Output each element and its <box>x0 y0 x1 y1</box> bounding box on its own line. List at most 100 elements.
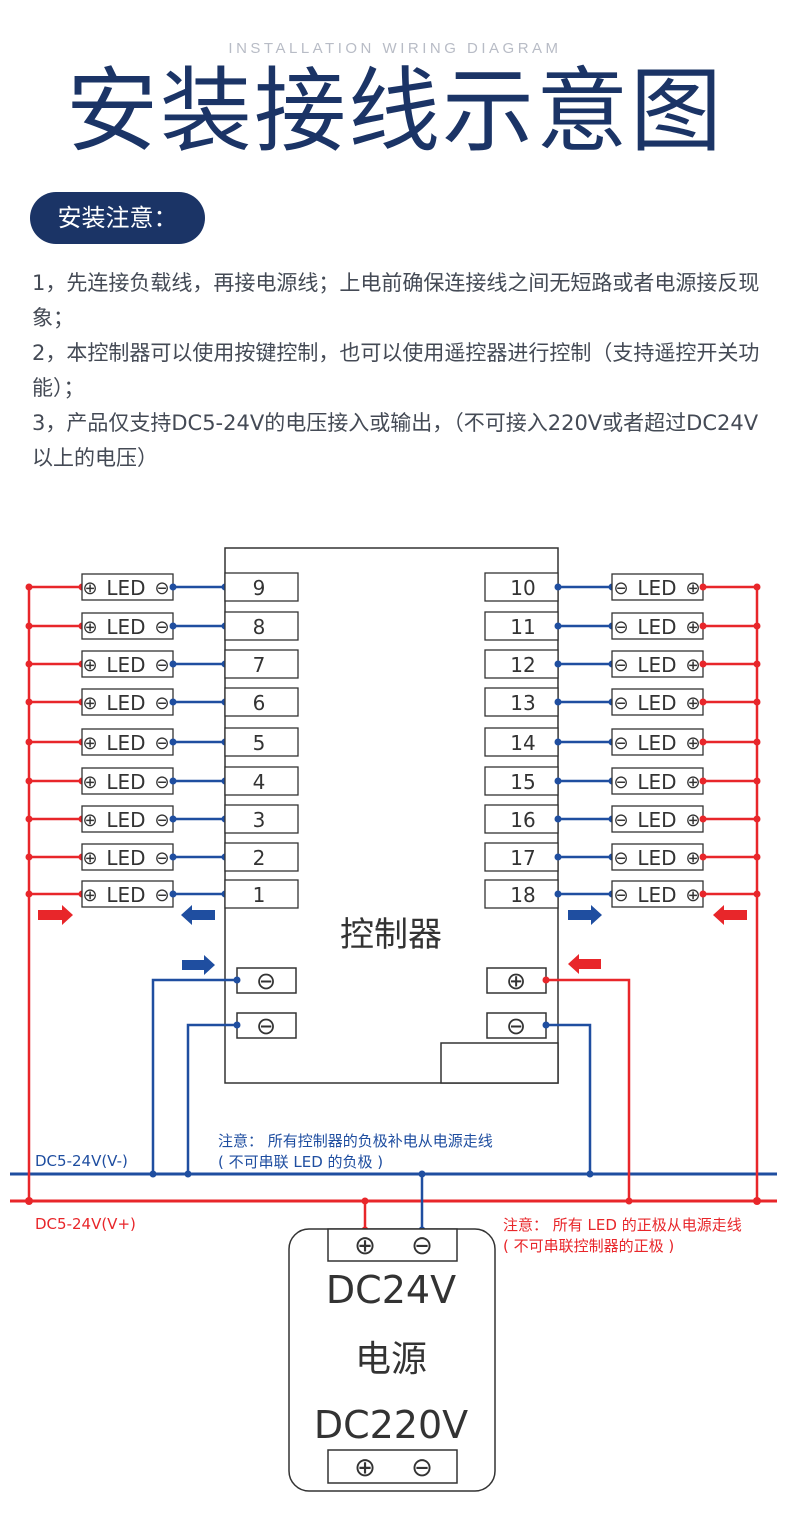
minus-icon: ⊖ <box>613 848 628 869</box>
controller-label: 控制器 <box>340 915 442 955</box>
led-label: LED <box>106 883 145 907</box>
led-label: LED <box>106 808 145 832</box>
junction-dot <box>418 1170 426 1178</box>
channel-terminal <box>224 879 299 909</box>
minus-icon: ⊖ <box>154 772 169 793</box>
channel-number: 4 <box>253 770 266 794</box>
terminal-minus-left-top <box>236 967 297 994</box>
led-label: LED <box>637 653 676 677</box>
channel-number: 8 <box>253 615 266 639</box>
plus-icon: ⊕ <box>685 655 700 676</box>
channel-number: 1 <box>253 883 266 907</box>
plus-icon: ⊕ <box>685 810 700 831</box>
minus-icon: ⊖ <box>256 1012 276 1040</box>
channel-number: 16 <box>510 808 535 832</box>
controller-corner-box <box>440 1042 559 1084</box>
led-label: LED <box>106 731 145 755</box>
minus-icon: ⊖ <box>154 617 169 638</box>
psu-input-terminal <box>327 1449 458 1484</box>
led-box <box>611 573 704 601</box>
controller-positive-wire <box>546 978 631 1201</box>
channel-number: 17 <box>510 846 535 870</box>
junction-dot <box>699 583 707 591</box>
plus-icon: ⊕ <box>82 848 97 869</box>
minus-icon: ⊖ <box>256 967 276 995</box>
negative-note-line1: 注意： 所有控制器的负极补电从电源走线 <box>218 1132 493 1150</box>
led-label: LED <box>106 576 145 600</box>
junction-dot <box>554 777 562 785</box>
junction-dot <box>542 1021 550 1029</box>
channel-terminal <box>224 842 299 872</box>
junction-dot <box>169 622 177 630</box>
junction-dot <box>169 660 177 668</box>
plus-icon: ⊕ <box>685 772 700 793</box>
junction-dot <box>184 1170 192 1178</box>
controller-negative-wire <box>546 1023 592 1174</box>
channel-terminal <box>484 687 559 717</box>
junction-dot <box>554 622 562 630</box>
junction-dot <box>25 583 33 591</box>
channel-number: 6 <box>253 691 266 715</box>
junction-dot <box>169 777 177 785</box>
led-box <box>81 612 174 640</box>
note-item: 3，产品仅支持DC5-24V的电压接入或输出，（不可接入220V或者超过DC24… <box>32 411 759 470</box>
arrow-left-icon <box>713 905 747 925</box>
led-label: LED <box>637 691 676 715</box>
positive-note-line2: ( 不可串联控制器的正极 ) <box>503 1237 674 1255</box>
junction-dot <box>169 698 177 706</box>
arrow-left-icon <box>181 905 215 925</box>
negative-note-line2: ( 不可串联 LED 的负极 ) <box>218 1153 383 1171</box>
plus-icon: ⊕ <box>685 693 700 714</box>
junction-dot <box>233 1021 241 1029</box>
junction-dot <box>699 738 707 746</box>
channel-terminal <box>224 687 299 717</box>
junction-dot <box>586 1170 594 1178</box>
notes-badge: 安装注意： <box>30 192 205 244</box>
channel-number: 12 <box>510 653 535 677</box>
minus-icon: ⊖ <box>613 617 628 638</box>
junction-dot <box>699 815 707 823</box>
plus-icon: ⊕ <box>82 885 97 906</box>
plus-icon: ⊕ <box>354 1453 376 1483</box>
terminal-minus-right-bottom <box>486 1012 547 1039</box>
channel-terminal <box>484 879 559 909</box>
channel-terminal <box>484 727 559 757</box>
channel-terminal <box>484 649 559 679</box>
minus-icon: ⊖ <box>411 1231 433 1261</box>
junction-dot <box>554 853 562 861</box>
junction-dot <box>169 853 177 861</box>
led-box <box>81 688 174 716</box>
plus-icon: ⊕ <box>82 733 97 754</box>
led-label: LED <box>106 770 145 794</box>
junction-dot <box>542 976 550 984</box>
junction-dot <box>554 660 562 668</box>
minus-icon: ⊖ <box>613 810 628 831</box>
psu-label: 电源 <box>355 1339 427 1380</box>
junction-dot <box>169 583 177 591</box>
junction-dot <box>699 698 707 706</box>
channel-number: 7 <box>253 653 266 677</box>
channel-terminal <box>484 766 559 796</box>
minus-icon: ⊖ <box>613 693 628 714</box>
note-item: 2，本控制器可以使用按键控制，也可以使用遥控器进行控制（支持遥控开关功能）； <box>32 341 760 400</box>
minus-icon: ⊖ <box>154 578 169 599</box>
negative-rail-label: DC5-24V(V-) <box>35 1152 128 1170</box>
junction-dot <box>699 622 707 630</box>
junction-dot <box>753 1197 761 1205</box>
led-label: LED <box>637 731 676 755</box>
junction-dot <box>554 583 562 591</box>
channel-number: 2 <box>253 846 266 870</box>
junction-dot <box>554 738 562 746</box>
junction-dot <box>699 777 707 785</box>
led-box <box>611 650 704 678</box>
subtitle: INSTALLATION WIRING DIAGRAM <box>228 40 562 57</box>
junction-dot <box>554 698 562 706</box>
channel-terminal <box>224 727 299 757</box>
channel-number: 13 <box>510 691 535 715</box>
channel-number: 11 <box>510 615 535 639</box>
minus-icon: ⊖ <box>613 733 628 754</box>
notes-list: 1，先连接负载线，再接电源线；上电前确保连接线之间无短路或者电源接反现象； 2，… <box>32 266 767 476</box>
channel-terminal <box>224 611 299 641</box>
led-label: LED <box>106 846 145 870</box>
